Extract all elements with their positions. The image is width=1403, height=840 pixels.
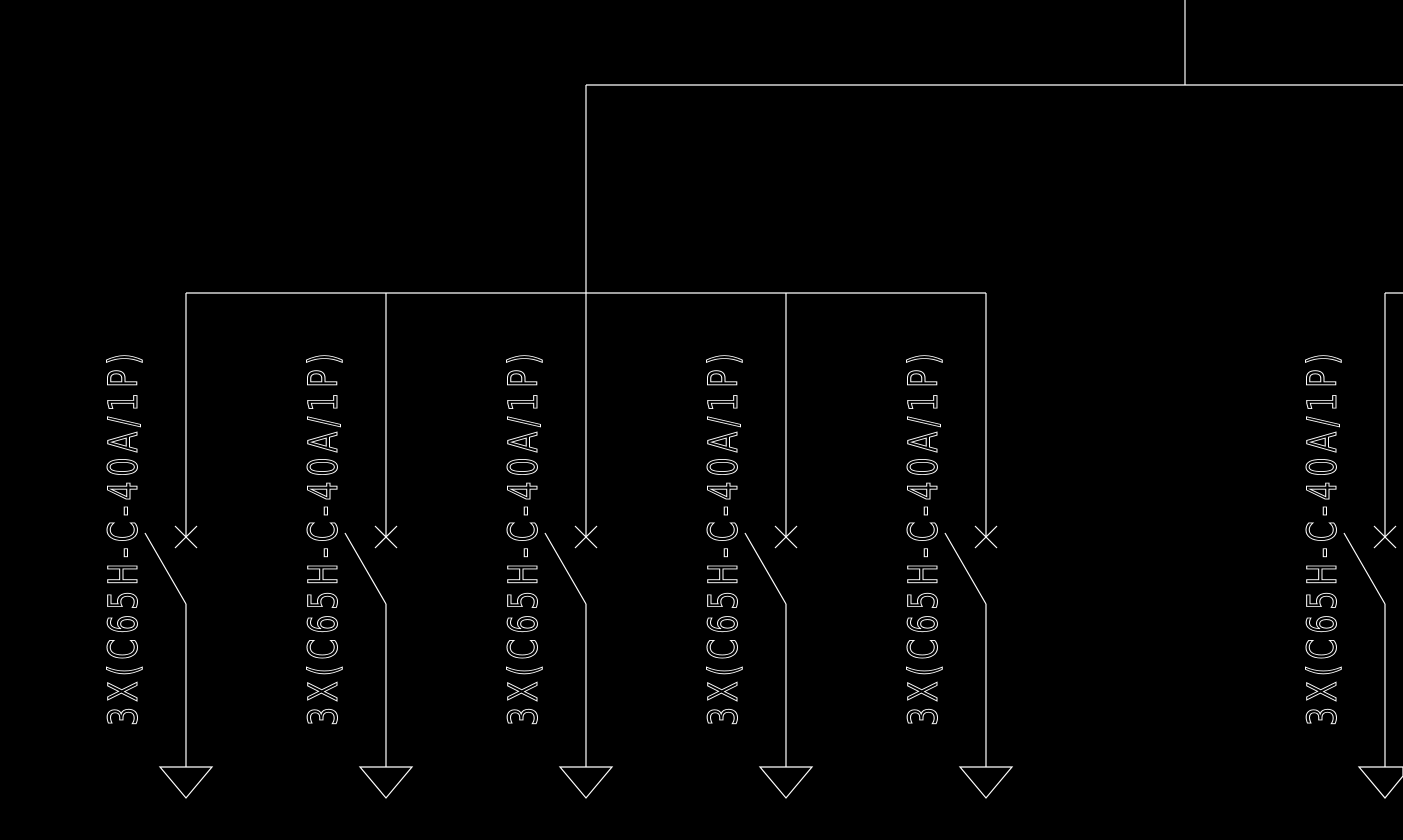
breaker-2-blade bbox=[344, 532, 387, 605]
circuit-4: 3X(C65H-C-40A/1P) bbox=[701, 293, 814, 799]
circuit-6: 3X(C65H-C-40A/1P) bbox=[1300, 293, 1403, 799]
breaker-5-symbol bbox=[944, 525, 998, 605]
load-4-arrow-icon bbox=[758, 766, 814, 799]
circuit-5: 3X(C65H-C-40A/1P) bbox=[901, 293, 1014, 799]
breaker-1-blade bbox=[144, 532, 187, 605]
breaker-1-label: 3X(C65H-C-40A/1P) bbox=[101, 348, 147, 726]
load-3-arrow-icon bbox=[558, 766, 614, 799]
breaker-4-label: 3X(C65H-C-40A/1P) bbox=[701, 348, 747, 726]
breaker-2-symbol bbox=[344, 525, 398, 605]
breaker-2-cross-b bbox=[374, 525, 398, 549]
breaker-4-cross-b bbox=[774, 525, 798, 549]
breaker-3-blade bbox=[544, 532, 587, 605]
breaker-6-blade bbox=[1343, 532, 1386, 605]
breaker-1-symbol bbox=[144, 525, 198, 605]
breaker-6-cross-b bbox=[1373, 525, 1397, 549]
load-2-arrow-icon bbox=[358, 766, 414, 799]
load-5-arrow-icon bbox=[958, 766, 1014, 799]
circuit-3: 3X(C65H-C-40A/1P) bbox=[501, 293, 614, 799]
load-6-arrow-icon bbox=[1357, 766, 1403, 799]
breaker-3-symbol bbox=[544, 525, 598, 605]
breaker-4-blade bbox=[744, 532, 787, 605]
breaker-4-symbol bbox=[744, 525, 798, 605]
breaker-3-label: 3X(C65H-C-40A/1P) bbox=[501, 348, 547, 726]
circuit-2: 3X(C65H-C-40A/1P) bbox=[301, 293, 414, 799]
circuit-1: 3X(C65H-C-40A/1P) bbox=[101, 293, 214, 799]
breaker-2-label: 3X(C65H-C-40A/1P) bbox=[301, 348, 347, 726]
breaker-6-symbol bbox=[1343, 525, 1397, 605]
breaker-5-label: 3X(C65H-C-40A/1P) bbox=[901, 348, 947, 726]
load-1-arrow-icon bbox=[158, 766, 214, 799]
breaker-5-blade bbox=[944, 532, 987, 605]
breaker-3-cross-b bbox=[574, 525, 598, 549]
breaker-5-cross-b bbox=[974, 525, 998, 549]
breaker-1-cross-b bbox=[174, 525, 198, 549]
breaker-6-label: 3X(C65H-C-40A/1P) bbox=[1300, 348, 1346, 726]
